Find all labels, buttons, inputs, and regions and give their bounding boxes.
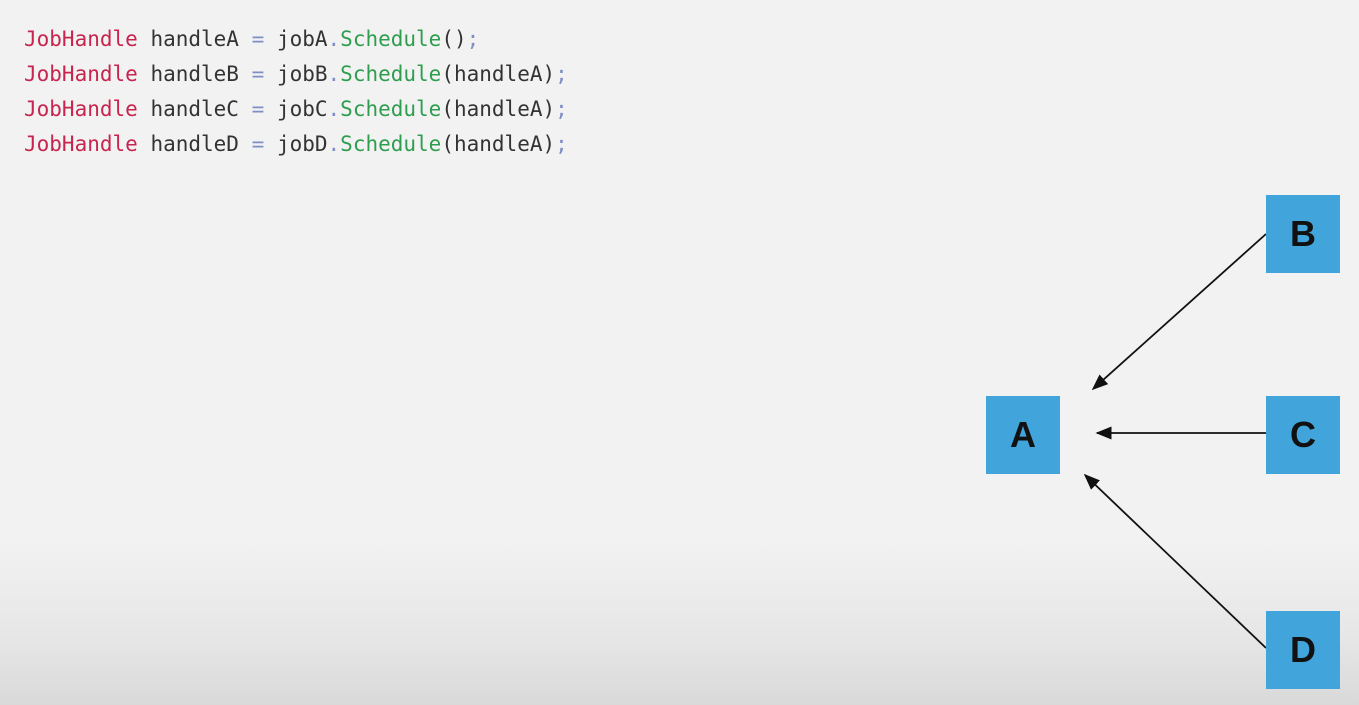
node-d-label: D — [1290, 629, 1316, 670]
code-dot-token: . — [327, 62, 341, 86]
edge-d-to-a — [1083, 473, 1267, 649]
code-object-token: jobD — [276, 132, 328, 156]
code-type-token: JobHandle — [24, 62, 138, 86]
code-operator-token: = — [251, 27, 265, 51]
code-type-token: JobHandle — [24, 132, 138, 156]
node-b-label: B — [1290, 213, 1316, 254]
node-b: B — [1266, 195, 1340, 273]
code-type-token: JobHandle — [24, 27, 138, 51]
code-dot-token: . — [327, 97, 341, 121]
code-object-token: jobB — [276, 62, 328, 86]
code-method-token: Schedule — [340, 132, 442, 156]
code-close-paren-token: ) — [542, 62, 556, 86]
node-a-label: A — [1010, 414, 1036, 455]
code-variable-token: handleB — [150, 62, 239, 86]
code-argument-token: handleA — [453, 62, 543, 86]
code-semicolon-token: ; — [555, 97, 568, 121]
code-close-paren-token: ) — [542, 97, 556, 121]
code-line: JobHandle handleB = jobB.Schedule(handle… — [24, 57, 568, 92]
code-type-token: JobHandle — [24, 97, 138, 121]
code-open-paren-token: ( — [441, 27, 454, 51]
code-open-paren-token: ( — [441, 62, 454, 86]
code-object-token: jobA — [276, 27, 328, 51]
node-d: D — [1266, 611, 1340, 689]
code-close-paren-token: ) — [542, 132, 556, 156]
code-block: JobHandle handleA = jobA.Schedule();JobH… — [24, 22, 568, 162]
code-open-paren-token: ( — [441, 132, 454, 156]
edge-b-to-a — [1091, 233, 1267, 391]
code-close-paren-token: ) — [453, 27, 467, 51]
code-operator-token: = — [251, 132, 265, 156]
code-variable-token: handleD — [150, 132, 239, 156]
node-c: C — [1266, 396, 1340, 474]
code-variable-token: handleA — [150, 27, 239, 51]
code-argument-token: handleA — [453, 97, 543, 121]
node-a: A — [986, 396, 1060, 474]
code-method-token: Schedule — [340, 97, 442, 121]
code-dot-token: . — [327, 27, 341, 51]
code-dot-token: . — [327, 132, 341, 156]
code-object-token: jobC — [276, 97, 328, 121]
code-line: JobHandle handleD = jobD.Schedule(handle… — [24, 127, 568, 162]
code-line: JobHandle handleA = jobA.Schedule(); — [24, 22, 568, 57]
code-argument-token: handleA — [453, 132, 543, 156]
code-operator-token: = — [251, 62, 265, 86]
code-variable-token: handleC — [150, 97, 239, 121]
code-semicolon-token: ; — [466, 27, 480, 51]
code-line: JobHandle handleC = jobC.Schedule(handle… — [24, 92, 568, 127]
code-semicolon-token: ; — [555, 132, 568, 156]
node-c-label: C — [1290, 414, 1316, 455]
code-operator-token: = — [251, 97, 265, 121]
code-method-token: Schedule — [340, 27, 442, 51]
code-method-token: Schedule — [340, 62, 442, 86]
code-open-paren-token: ( — [441, 97, 454, 121]
code-semicolon-token: ; — [555, 62, 568, 86]
